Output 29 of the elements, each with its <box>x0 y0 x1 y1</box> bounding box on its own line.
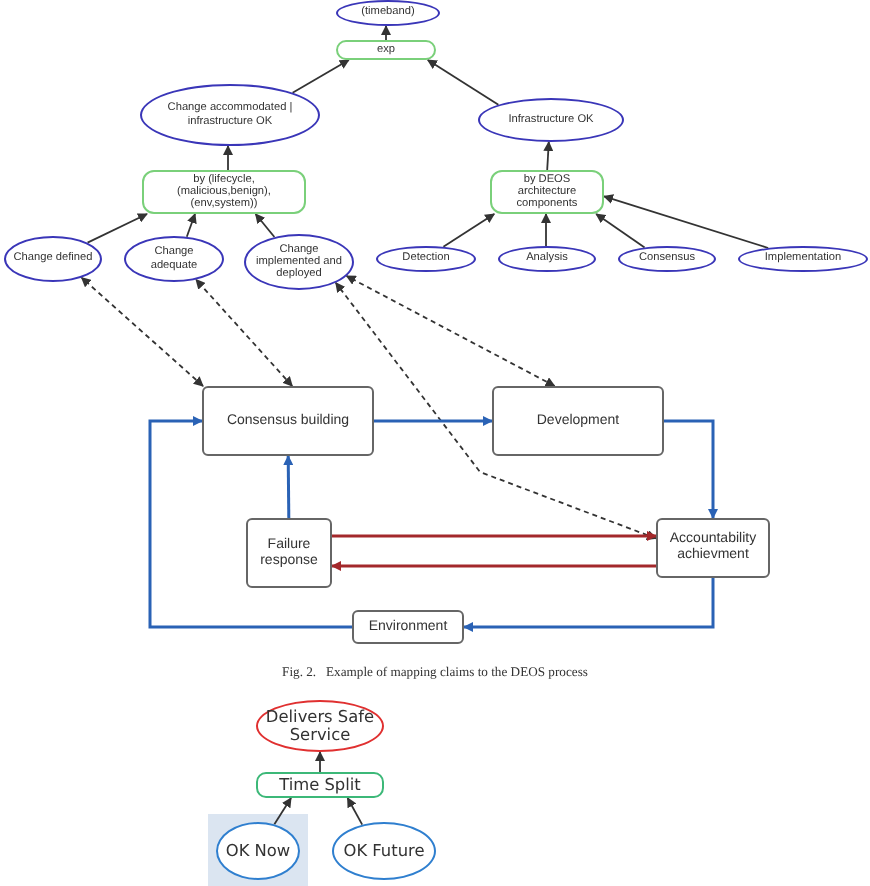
arrow <box>283 455 294 518</box>
dashed-arrow <box>345 275 556 387</box>
claim-ellipse: Delivers Safe Service <box>256 700 384 752</box>
arrow <box>426 59 500 106</box>
arrow <box>463 578 715 632</box>
arrow <box>185 213 197 238</box>
arrow <box>148 416 352 629</box>
dashed-arrow <box>80 276 204 387</box>
dashed-arrow <box>195 278 294 387</box>
claim-ellipse: OK Future <box>332 822 436 880</box>
arrow <box>291 59 350 94</box>
arrow <box>273 797 292 826</box>
dashed-arrow <box>334 281 657 540</box>
arrow <box>442 213 496 248</box>
arrow <box>603 194 770 249</box>
arrow <box>595 213 646 249</box>
arrow <box>254 213 276 238</box>
strategy-box: Time Split <box>256 772 384 798</box>
arrow <box>223 145 233 171</box>
arrow <box>543 141 554 171</box>
arrow <box>346 797 364 826</box>
arrow <box>86 213 148 244</box>
arrow <box>331 561 656 571</box>
arrow <box>374 416 493 426</box>
arrow <box>381 25 391 41</box>
arrow <box>541 213 551 247</box>
arrow <box>664 419 718 519</box>
arrow <box>315 751 325 773</box>
arrow <box>332 531 657 541</box>
